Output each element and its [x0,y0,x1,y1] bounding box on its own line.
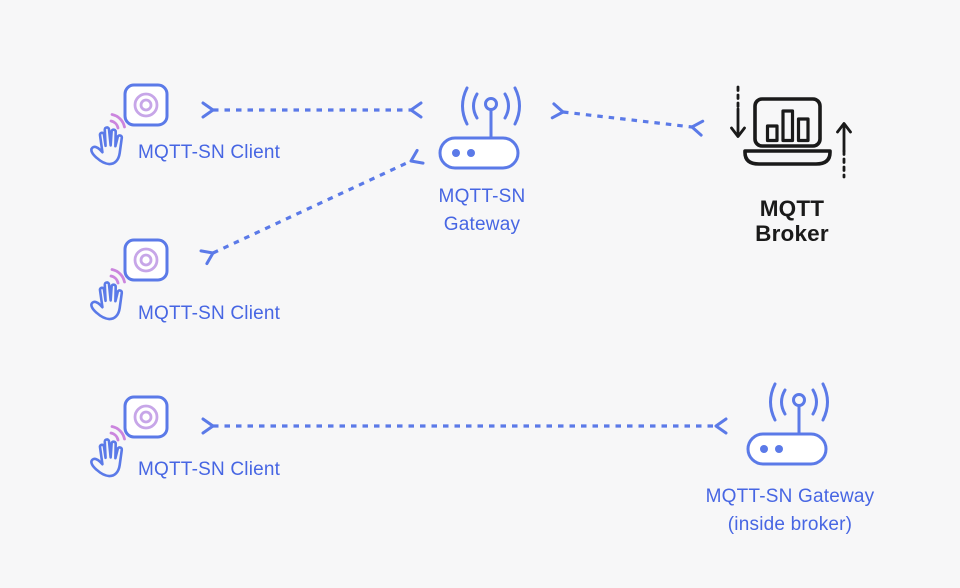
gateway2-label: MQTT-SN Gateway (inside broker) [700,483,880,538]
gateway2-icon [746,382,829,466]
client-bottom-icon [90,395,169,478]
sensor-button-icon [123,83,169,127]
down-arrow-icon [730,85,746,138]
broker-icon [730,85,852,179]
client-top-icon [90,83,169,166]
sensor-button-icon [123,395,169,439]
gateway2-label-line2: (inside broker) [727,513,853,535]
signal-waves-icon [109,268,126,285]
up-arrow-icon [836,122,852,179]
client-top-label: MQTT-SN Client [138,142,281,163]
antenna-waves-icon [461,86,521,126]
antenna-waves-icon [769,382,829,422]
signal-waves-icon [109,113,126,130]
client-middle-label: MQTT-SN Client [138,303,281,324]
arrow-gateway-broker [550,102,705,137]
broker-label-line2: Broker [755,221,829,246]
hand-icon [90,126,124,166]
hand-icon [90,281,124,321]
router-icon [746,382,829,466]
gateway-label-line1: MQTT-SN [438,186,526,207]
arrow-client-middle-gateway [199,148,425,266]
sensor-button-icon [123,238,169,282]
client-middle-icon [90,238,169,321]
gateway-label-line2: Gateway [443,214,521,235]
client-bottom-label: MQTT-SN Client [138,459,281,480]
gateway2-label-line1: MQTT-SN Gateway [705,486,875,507]
signal-waves-icon [109,425,126,442]
laptop-chart-icon [743,97,832,166]
gateway-label: MQTT-SN Gateway [427,183,537,239]
hand-icon [90,438,124,478]
gateway-icon [438,86,521,170]
broker-label-line1: MQTT [759,196,825,221]
router-icon [438,86,521,170]
broker-label: MQTT Broker [727,196,857,246]
